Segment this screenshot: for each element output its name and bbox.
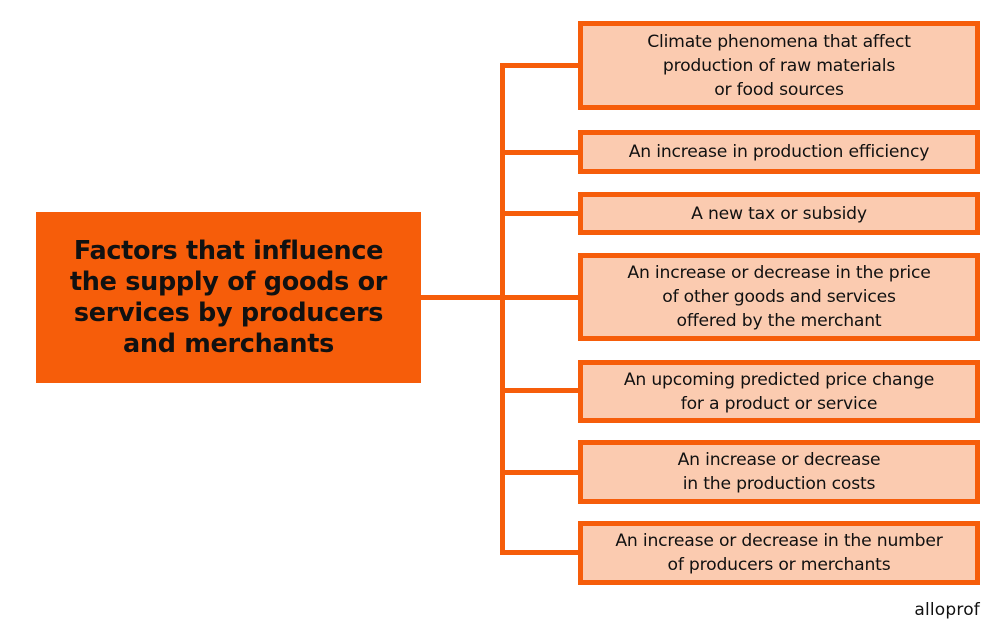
root-factor-box: Factors that influence the supply of goo… [36, 212, 421, 383]
factor-box-climate: Climate phenomena that affect production… [578, 21, 980, 110]
branch-line-4 [500, 295, 580, 300]
root-connector-line [421, 295, 504, 300]
factor-label: An increase or decrease in the number of… [615, 531, 943, 575]
branch-line-2 [500, 150, 580, 155]
factor-label: A new tax or subsidy [691, 203, 867, 224]
factor-box-production-efficiency: An increase in production efficiency [578, 130, 980, 174]
factor-label: An increase or decrease in the price of … [627, 263, 931, 331]
factor-box-other-goods-price: An increase or decrease in the price of … [578, 253, 980, 341]
factor-box-number-of-producers: An increase or decrease in the number of… [578, 521, 980, 585]
branch-line-1 [500, 63, 580, 68]
factor-box-tax-subsidy: A new tax or subsidy [578, 192, 980, 235]
root-title: Factors that influence the supply of goo… [69, 235, 388, 359]
factor-box-predicted-price-change: An upcoming predicted price change for a… [578, 360, 980, 423]
branch-line-3 [500, 211, 580, 216]
factor-label: Climate phenomena that affect production… [647, 31, 911, 100]
branch-line-7 [500, 550, 580, 555]
factor-box-production-costs: An increase or decrease in the productio… [578, 440, 980, 504]
factor-label: An increase or decrease in the productio… [677, 450, 881, 494]
factor-label: An increase in production efficiency [628, 142, 930, 162]
branch-line-6 [500, 470, 580, 475]
alloprof-logo: alloprof [914, 600, 980, 620]
factor-label: An upcoming predicted price change for a… [623, 369, 935, 414]
branch-line-5 [500, 388, 580, 393]
trunk-line [500, 63, 505, 555]
